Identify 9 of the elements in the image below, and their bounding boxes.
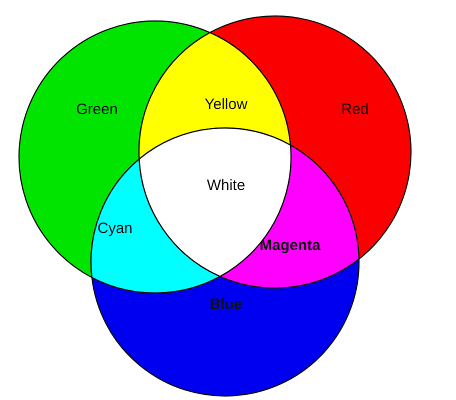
- region-label: Green: [76, 101, 118, 118]
- color-region: [91, 258, 360, 396]
- region-label: Magenta: [260, 237, 320, 254]
- region-label: Cyan: [97, 220, 133, 237]
- region-label: White: [206, 177, 246, 194]
- region-label: Blue: [210, 296, 242, 313]
- region-label: Red: [341, 101, 369, 118]
- region-label: Yellow: [204, 96, 248, 113]
- overlap-region: [138, 32, 292, 160]
